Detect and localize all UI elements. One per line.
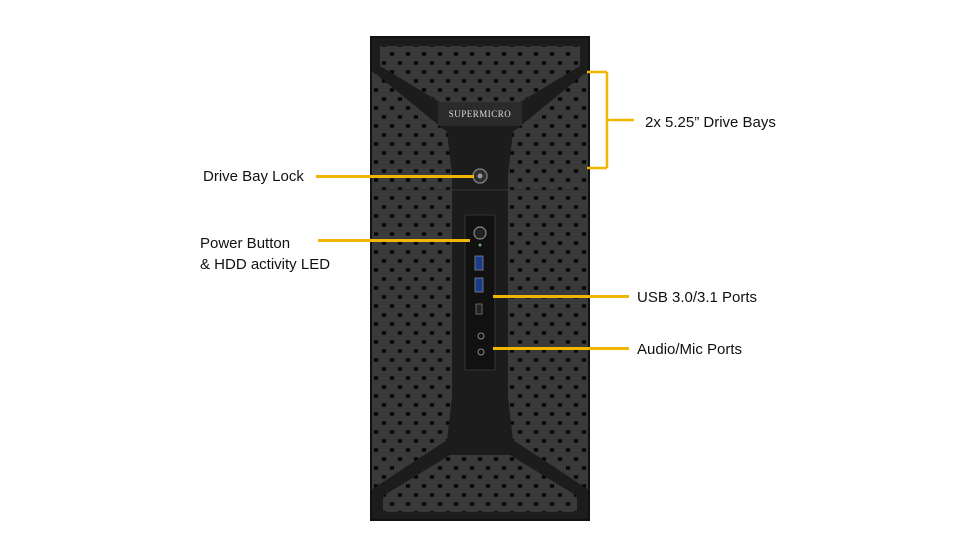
drive-bay-lock-line: [316, 175, 474, 178]
power-button-line: [318, 239, 470, 242]
audio-ports-line: [493, 347, 629, 350]
usb-ports-line: [493, 295, 629, 298]
usb-ports-label: USB 3.0/3.1 Ports: [637, 289, 758, 306]
io-panel: [464, 214, 496, 371]
logo-plate: [438, 102, 522, 126]
usb-port-1-icon: [474, 255, 484, 271]
brand-logo: SUPERMICRO: [448, 109, 512, 119]
power-button-icon: [473, 226, 487, 240]
top-mesh-window: [380, 46, 580, 108]
usb-port-3-icon: [475, 303, 483, 315]
drive-bay-lock-label: Drive Bay Lock: [203, 168, 304, 185]
hdd-led-icon: [478, 243, 482, 247]
power-button-label-line2: & HDD activity LED: [200, 256, 331, 273]
audio-port-icon: [477, 332, 485, 340]
bottom-mesh-window: [383, 455, 577, 512]
drive-bays-label: 2x 5.25” Drive Bays: [645, 114, 776, 131]
audio-ports-label: Audio/Mic Ports: [637, 341, 743, 358]
usb-port-2-icon: [474, 277, 484, 293]
mic-port-icon: [477, 348, 485, 356]
power-button-label-line1: Power Button: [200, 235, 291, 252]
